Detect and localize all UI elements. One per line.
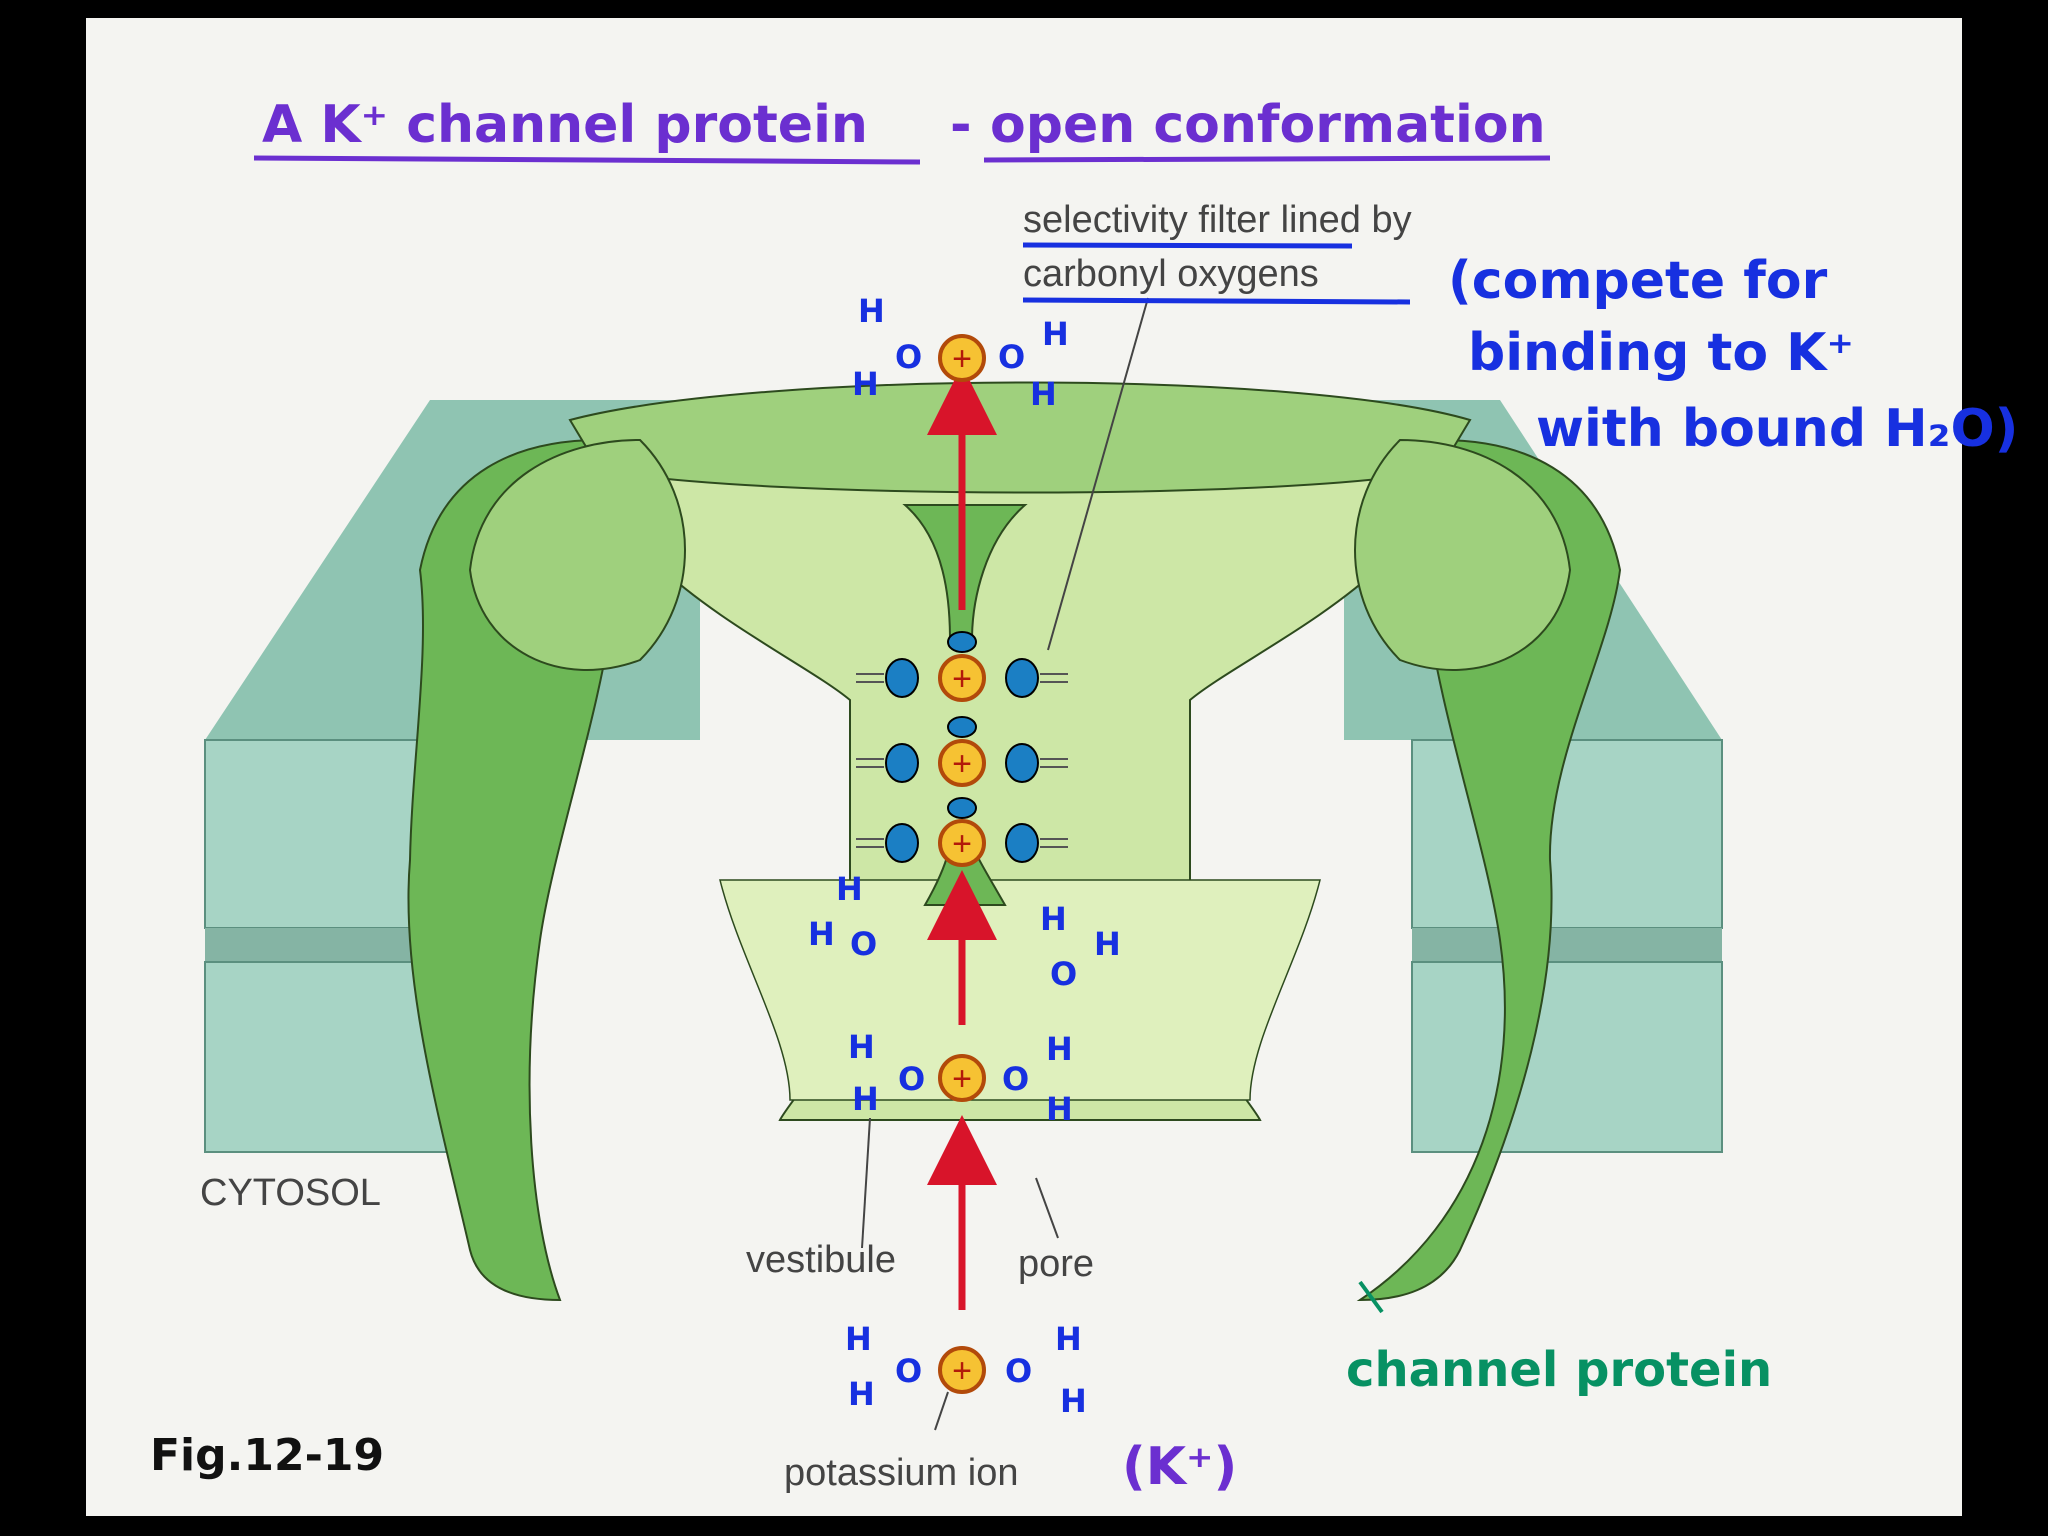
carbonyl-oxygen [886,744,918,782]
potassium-ion: + [940,821,984,865]
title-dash: - [950,95,972,155]
svg-text:+: + [952,1352,972,1390]
water-o: O [1002,1060,1029,1098]
svg-text:+: + [952,745,972,783]
potassium-ion: + [940,1348,984,1392]
cytosol-label: CYTOSOL [200,1172,381,1214]
water-h: H [852,1080,879,1118]
water-h: H [845,1320,872,1358]
title-underline-2 [984,158,1550,160]
compete-line2: binding to K⁺ [1468,323,1854,383]
potassium-ion: + [940,656,984,700]
carbonyl-oxygen [1006,824,1038,862]
water-h: H [1042,315,1069,353]
protein-cap [570,383,1470,493]
water-h: H [808,915,835,953]
carbonyl-oxygen [948,632,976,652]
membrane-right-upper [1412,740,1722,928]
water-h: H [1094,925,1121,963]
water-h: H [1046,1030,1073,1068]
water-o: O [895,1352,922,1390]
water-h: H [836,870,863,908]
carbonyl-oxygen [1006,744,1038,782]
channel-protein-label: channel protein [1346,1342,1772,1398]
pore-label: pore [1018,1243,1094,1285]
compete-line3: with bound H₂O) [1536,399,2018,459]
carbonyl-oxygen [1006,659,1038,697]
k-symbol-label: (K⁺) [1122,1437,1237,1497]
water-o: O [1005,1352,1032,1390]
water-h: H [1046,1090,1073,1128]
water-h: H [1060,1382,1087,1420]
svg-text:+: + [952,825,972,863]
filter-label-line2: carbonyl oxygens [1023,253,1319,295]
water-h: H [1040,900,1067,938]
water-h: H [1055,1320,1082,1358]
svg-text:+: + [952,660,972,698]
vestibule-label: vestibule [746,1239,896,1281]
potassium-ion-label: potassium ion [784,1452,1018,1494]
figure-number: Fig.12-19 [150,1430,384,1481]
carbonyl-oxygen [948,717,976,737]
water-h: H [848,1375,875,1413]
membrane-right-lower [1412,962,1722,1152]
compete-line1: (compete for [1448,251,1828,311]
water-h: H [1030,375,1057,413]
potassium-ion: + [940,741,984,785]
carbonyl-oxygen [948,798,976,818]
filter-label-line1: selectivity filter lined by [1023,199,1412,241]
water-h: H [852,365,879,403]
water-o: O [898,1060,925,1098]
water-o: O [1050,955,1077,993]
title-part2: open conformation [990,95,1546,155]
title-part1: A K⁺ channel protein [262,95,868,155]
water-o: O [895,338,922,376]
carbonyl-oxygen [886,824,918,862]
svg-text:+: + [952,1060,972,1098]
water-o: O [850,925,877,963]
water-h: H [848,1028,875,1066]
potassium-ion: + [940,1056,984,1100]
carbonyl-oxygen [886,659,918,697]
water-o: O [998,338,1025,376]
svg-text:+: + [952,340,972,378]
water-h: H [858,292,885,330]
potassium-ion: + [940,336,984,380]
membrane-right-gap [1412,928,1722,962]
